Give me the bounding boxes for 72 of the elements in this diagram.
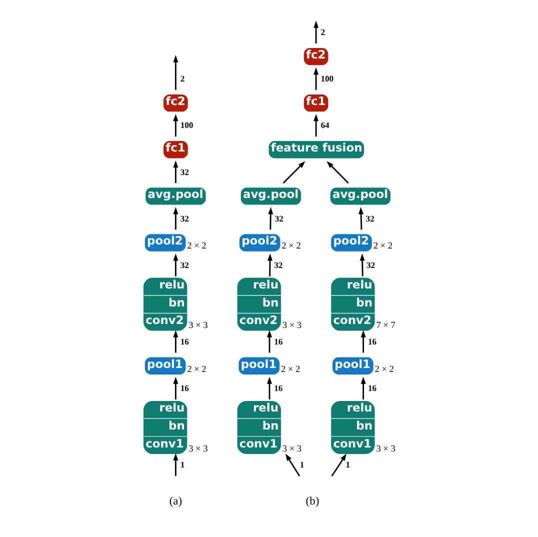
label: (a)	[168, 495, 182, 508]
arrow	[172, 453, 178, 476]
node-label: 2 × 2	[374, 364, 394, 375]
arrow	[313, 67, 318, 90]
node-box: pool1	[144, 357, 186, 374]
arrow	[172, 254, 178, 276]
node-box: avg.pool	[330, 188, 390, 205]
arrow	[267, 254, 272, 276]
node-label: 2 × 2	[186, 364, 206, 375]
edge-label: 32	[180, 260, 188, 270]
node-label: 3 × 3	[282, 321, 302, 332]
edge-label: 32	[180, 166, 188, 177]
node-box: pool2	[144, 234, 186, 252]
node-label: 3 × 3	[282, 444, 302, 454]
edge-label: 16	[274, 383, 282, 394]
edge-label: 16	[180, 383, 188, 394]
node-label: 7 × 7	[376, 321, 395, 332]
arrow	[282, 161, 305, 184]
edge-label: 32	[274, 213, 283, 224]
edge-label: 32	[366, 260, 375, 270]
node-label: 2 × 2	[280, 364, 300, 375]
arrow	[330, 454, 346, 477]
edge-label: 16	[274, 336, 282, 346]
arrow	[172, 160, 178, 184]
node-box: avg.pool	[145, 188, 206, 205]
node-label: 2 × 2	[281, 242, 300, 252]
edge-label: 1	[299, 460, 304, 470]
node-box: pool1	[238, 357, 280, 374]
edge-label: 1	[180, 460, 184, 470]
node-label: 2 × 2	[186, 242, 206, 252]
edge-label: 16	[367, 336, 376, 346]
arrow	[359, 254, 364, 276]
arrow	[358, 207, 363, 230]
edge-label: 32	[180, 213, 188, 224]
edge-label: 100	[180, 120, 193, 130]
edge-label: 2	[320, 27, 324, 38]
node-box: fc2	[163, 94, 188, 112]
node-label: 3 × 3	[376, 444, 395, 454]
node-box: fc1	[163, 141, 188, 158]
arrow	[313, 114, 318, 137]
edge-label: 32	[274, 260, 282, 270]
edge-label: 100	[320, 74, 334, 84]
arrow	[266, 376, 272, 400]
node-label: 3 × 3	[188, 321, 208, 332]
label: (b)	[305, 495, 319, 508]
node-box: pool2	[330, 234, 372, 252]
arrow	[172, 55, 178, 90]
node-box: avg.pool	[240, 188, 300, 205]
arrow	[326, 161, 348, 184]
arrow	[266, 330, 272, 353]
node-box: pool2	[238, 234, 280, 252]
edge-label: 1	[345, 460, 350, 470]
edge-label: 2	[180, 74, 184, 84]
node-box: feature fusion	[268, 141, 364, 158]
arrow	[172, 330, 178, 353]
edge-label: 32	[365, 213, 374, 224]
node-box: fc2	[303, 48, 328, 66]
arrow	[268, 207, 273, 230]
edge-label: 16	[180, 336, 188, 346]
edge-label: 64	[320, 120, 329, 130]
arrow	[284, 454, 300, 477]
arrow	[360, 376, 366, 400]
arrow	[313, 20, 318, 44]
arrow	[172, 207, 178, 230]
arrow	[360, 330, 366, 353]
node-box: fc1	[303, 94, 328, 112]
edge-label: 16	[367, 383, 376, 394]
arrow	[172, 114, 178, 137]
node-label: 2 × 2	[372, 242, 392, 252]
arrow	[172, 376, 178, 400]
node-box: pool1	[332, 357, 373, 374]
node-label: 3 × 3	[188, 444, 208, 454]
